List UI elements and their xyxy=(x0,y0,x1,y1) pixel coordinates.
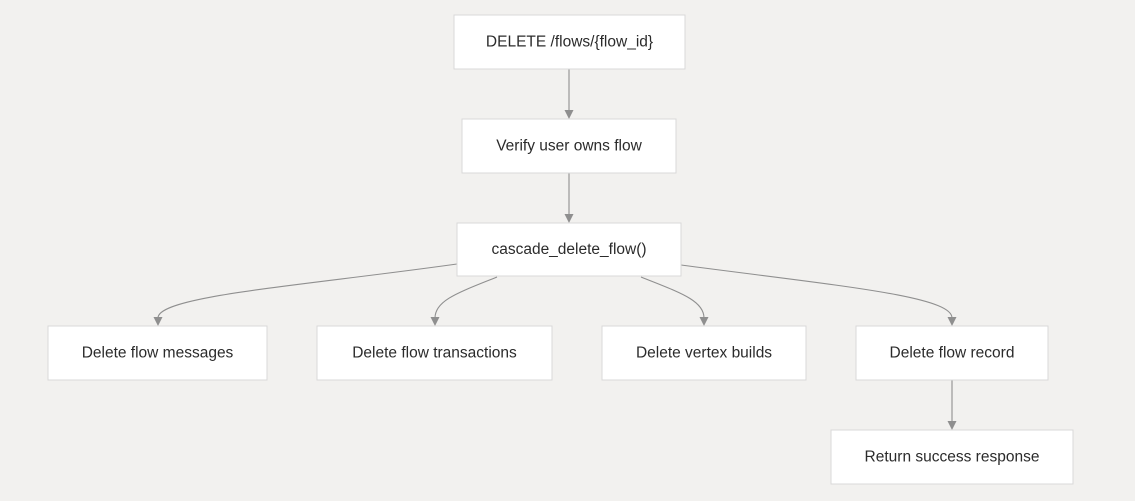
node-cascade-delete: cascade_delete_flow() xyxy=(456,222,682,277)
node-label: Delete flow messages xyxy=(82,345,234,362)
edges xyxy=(153,69,957,430)
node-delete-transactions: Delete flow transactions xyxy=(316,325,553,381)
node-delete-vertex-builds: Delete vertex builds xyxy=(601,325,807,381)
edge-verify-owner-to-cascade-delete xyxy=(564,173,574,223)
node-label: Return success response xyxy=(865,449,1040,466)
node-delete-messages: Delete flow messages xyxy=(47,325,268,381)
edge-cascade-delete-to-delete-messages xyxy=(153,263,458,326)
node-return-success: Return success response xyxy=(830,429,1074,485)
node-label: Delete flow transactions xyxy=(352,345,517,362)
node-label: Delete vertex builds xyxy=(636,345,772,362)
edge-cascade-delete-to-delete-vertex-builds xyxy=(640,276,709,326)
node-label: Verify user owns flow xyxy=(496,138,642,155)
node-verify-owner: Verify user owns flow xyxy=(461,118,677,174)
edge-delete-request-to-verify-owner xyxy=(564,69,574,119)
node-label: cascade_delete_flow() xyxy=(491,241,646,258)
node-delete-request: DELETE /flows/{flow_id} xyxy=(453,14,686,70)
node-delete-flow-record: Delete flow record xyxy=(855,325,1049,381)
edge-delete-flow-record-to-return-success xyxy=(947,380,957,430)
node-label: Delete flow record xyxy=(890,345,1015,362)
edge-cascade-delete-to-delete-transactions xyxy=(430,276,498,326)
edge-cascade-delete-to-delete-flow-record xyxy=(680,264,957,326)
node-label: DELETE /flows/{flow_id} xyxy=(486,34,653,51)
